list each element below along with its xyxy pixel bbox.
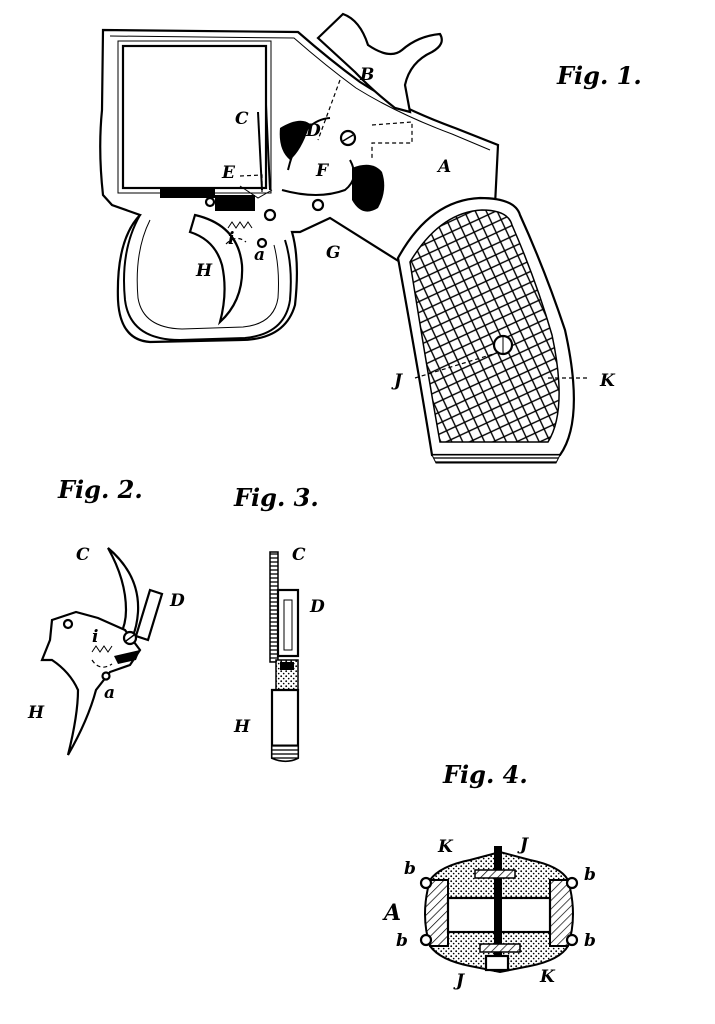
label-2-a: a xyxy=(104,683,115,703)
label-4-b-bl: b xyxy=(396,931,408,951)
fig4-screw-j xyxy=(494,846,502,972)
label-4-J-top: J xyxy=(517,835,529,855)
label-4-b-tl: b xyxy=(404,859,416,879)
label-3-D: D xyxy=(309,597,325,617)
hand-spring-dark xyxy=(352,164,385,212)
label-2-i: i xyxy=(92,627,98,647)
hidden-lines xyxy=(371,121,413,160)
label-2-D: D xyxy=(169,591,185,611)
label-1-E: E xyxy=(221,163,236,183)
label-2-C: C xyxy=(76,545,90,565)
label-1-K: K xyxy=(599,371,616,391)
fig4-frame-left xyxy=(424,879,449,947)
sear-dark xyxy=(279,120,310,160)
label-2-H: H xyxy=(27,703,45,723)
label-3-C: C xyxy=(292,545,306,565)
fig3-arm-d xyxy=(276,588,300,658)
label-1-F: F xyxy=(315,161,330,181)
cylinder-window xyxy=(121,44,268,190)
fig4-frame-right xyxy=(549,879,574,947)
figure-3-title: Fig. 3. xyxy=(233,483,319,512)
fig2-arm-d xyxy=(134,588,164,642)
label-4-J-bottom: J xyxy=(453,971,465,991)
grip-checkering xyxy=(409,209,560,443)
label-1-A: A xyxy=(436,157,451,177)
fig2-dark-notch xyxy=(114,650,140,664)
label-4-K-top: K xyxy=(437,837,454,857)
label-1-D: D xyxy=(305,121,321,141)
label-1-C: C xyxy=(235,109,249,129)
lever-d xyxy=(287,117,331,171)
figure-1-revolver-frame xyxy=(99,12,590,464)
figure-1-title: Fig. 1. xyxy=(556,61,642,90)
bolt-dark xyxy=(160,188,215,198)
label-4-A: A xyxy=(382,900,401,926)
figure-2-trigger-assembly xyxy=(40,547,164,756)
label-1-J: J xyxy=(391,371,403,391)
lever-c xyxy=(257,111,263,191)
figure-4-title: Fig. 4. xyxy=(442,760,528,789)
figure-3-side-view xyxy=(269,551,300,763)
pivot-g xyxy=(311,198,325,212)
label-1-H: H xyxy=(195,261,213,281)
label-4-K-bottom: K xyxy=(539,967,556,987)
label-1-i: i xyxy=(228,229,234,249)
label-1-a: a xyxy=(254,245,265,265)
hammer xyxy=(316,12,443,114)
pivot-f xyxy=(263,208,277,222)
fig2-spring xyxy=(91,645,113,653)
label-1-B: B xyxy=(359,65,374,85)
spring-i xyxy=(227,221,253,229)
trigger-guard xyxy=(123,214,292,342)
label-3-H: H xyxy=(233,717,251,737)
pivot-a xyxy=(256,237,268,249)
figure-4-grip-section xyxy=(419,846,579,974)
fig3-lever-c xyxy=(269,551,279,663)
label-4-b-tr: b xyxy=(584,865,596,885)
fig2-trigger-body xyxy=(40,610,142,756)
label-1-G: G xyxy=(326,243,341,263)
label-4-b-br: b xyxy=(584,931,596,951)
figure-2-title: Fig. 2. xyxy=(57,475,143,504)
